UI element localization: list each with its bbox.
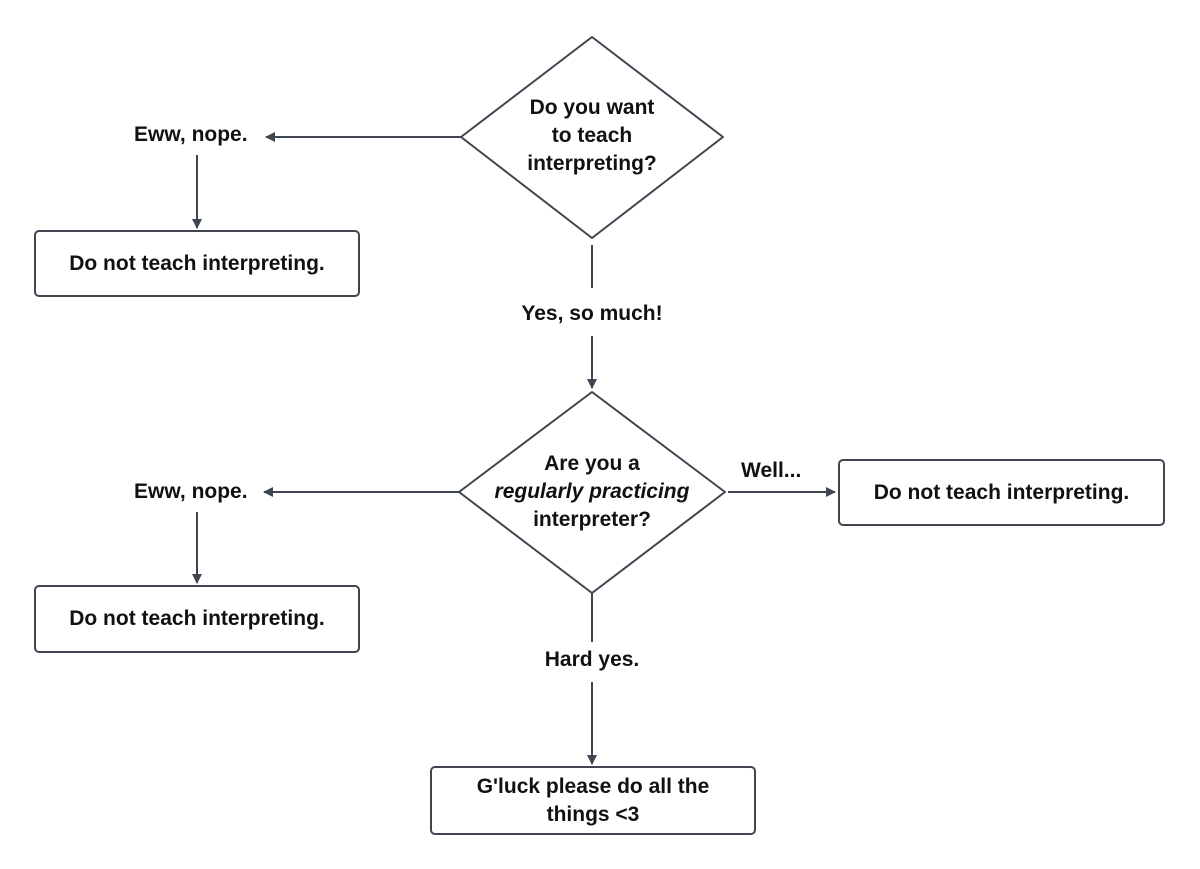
decision-1-line-3: interpreting?	[527, 152, 657, 175]
decision-1-line-1: Do you want	[529, 96, 655, 119]
outcome-box-2: Do not teach interpreting.	[34, 585, 360, 653]
decision-1-text: Do you want to teach interpreting?	[492, 94, 692, 178]
decision-2-line-2: regularly practicing	[494, 480, 690, 503]
outcome-box-3-label: Do not teach interpreting.	[873, 480, 1130, 504]
outcome-box-2-label: Do not teach interpreting.	[69, 607, 325, 630]
final-outcome-line-2: things <3	[546, 802, 640, 826]
edge-label-d1-no: Eww, nope.	[134, 123, 248, 146]
edge-label-d1-yes: Yes, so much!	[521, 302, 663, 325]
decision-1-line-2: to teach	[551, 124, 633, 147]
decision-2-text: Are you a regularly practicing interpret…	[472, 450, 712, 534]
final-outcome-box: G'luck please do all the things <3	[430, 766, 756, 835]
outcome-box-1: Do not teach interpreting.	[34, 230, 360, 297]
edge-label-d2-no: Eww, nope.	[134, 480, 248, 503]
edge-label-d2-well: Well...	[741, 459, 802, 482]
decision-2-line-3: interpreter?	[533, 508, 651, 531]
decision-2-line-1: Are you a	[544, 452, 640, 475]
edge-label-d2-yes: Hard yes.	[544, 648, 640, 671]
decision-diamond-1	[460, 36, 724, 239]
outcome-box-3: Do not teach interpreting.	[838, 459, 1165, 526]
final-outcome-line-1: G'luck please do all the	[476, 774, 710, 798]
outcome-box-1-label: Do not teach interpreting.	[69, 251, 325, 275]
